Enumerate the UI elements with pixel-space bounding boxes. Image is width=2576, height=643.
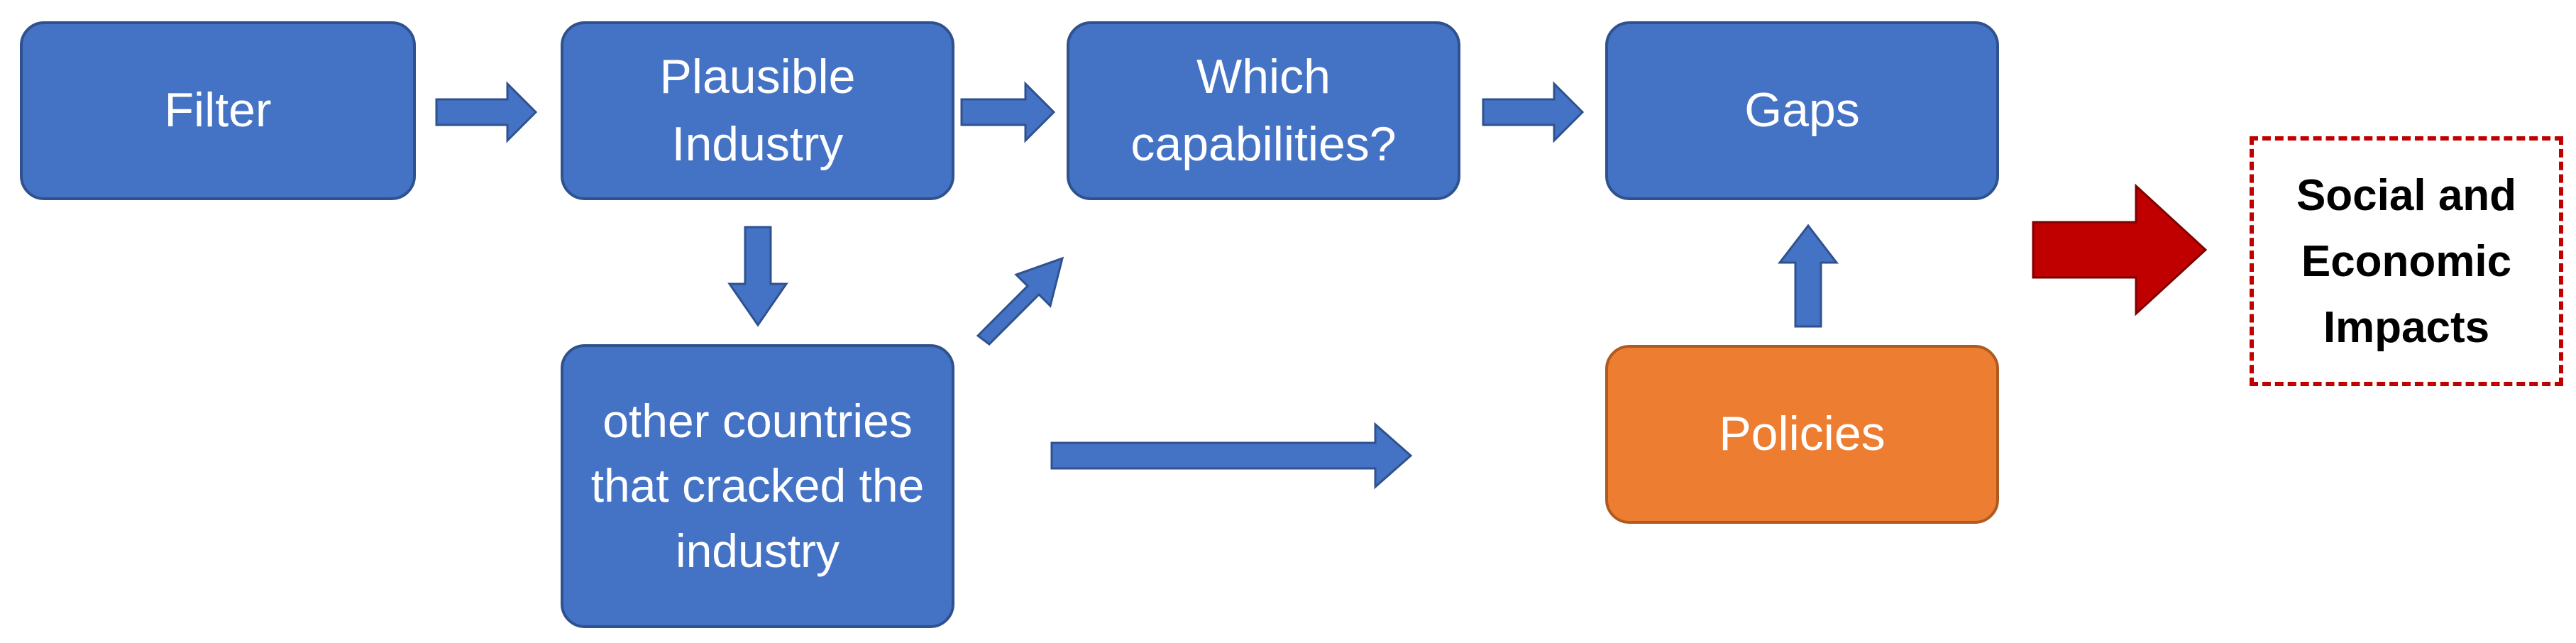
arrow-capabilities-to-gaps bbox=[1482, 81, 1585, 143]
social-economic-impacts-box: Social and Economic Impacts bbox=[2250, 136, 2563, 386]
plausible-industry-box: Plausible Industry bbox=[561, 21, 954, 200]
social-economic-impacts-label: Social and Economic Impacts bbox=[2296, 170, 2517, 352]
gaps-box: Gaps bbox=[1605, 21, 1999, 200]
filter-label: Filter bbox=[164, 83, 272, 138]
other-countries-label: other countries that cracked the industr… bbox=[590, 395, 950, 577]
plausible-industry-label: Plausible Industry bbox=[659, 49, 856, 171]
which-capabilities-box: Which capabilities? bbox=[1067, 21, 1460, 200]
policies-label: Policies bbox=[1719, 407, 1886, 461]
arrow-plausible-to-other-countries bbox=[727, 226, 788, 327]
gaps-label: Gaps bbox=[1744, 83, 1860, 138]
arrow-policies-to-gaps bbox=[1777, 224, 1839, 328]
other-countries-box: other countries that cracked the industr… bbox=[561, 344, 954, 628]
filter-box: Filter bbox=[20, 21, 416, 200]
arrow-other-countries-to-policies bbox=[1050, 422, 1413, 490]
arrow-filter-to-plausible bbox=[435, 81, 538, 143]
arrow-other-countries-to-capabilities bbox=[976, 256, 1064, 346]
arrow-to-impacts bbox=[2032, 183, 2208, 317]
policies-box: Policies bbox=[1605, 345, 1999, 524]
which-capabilities-label: Which capabilities? bbox=[1130, 49, 1397, 171]
arrow-plausible-to-capabilities bbox=[960, 81, 1056, 143]
